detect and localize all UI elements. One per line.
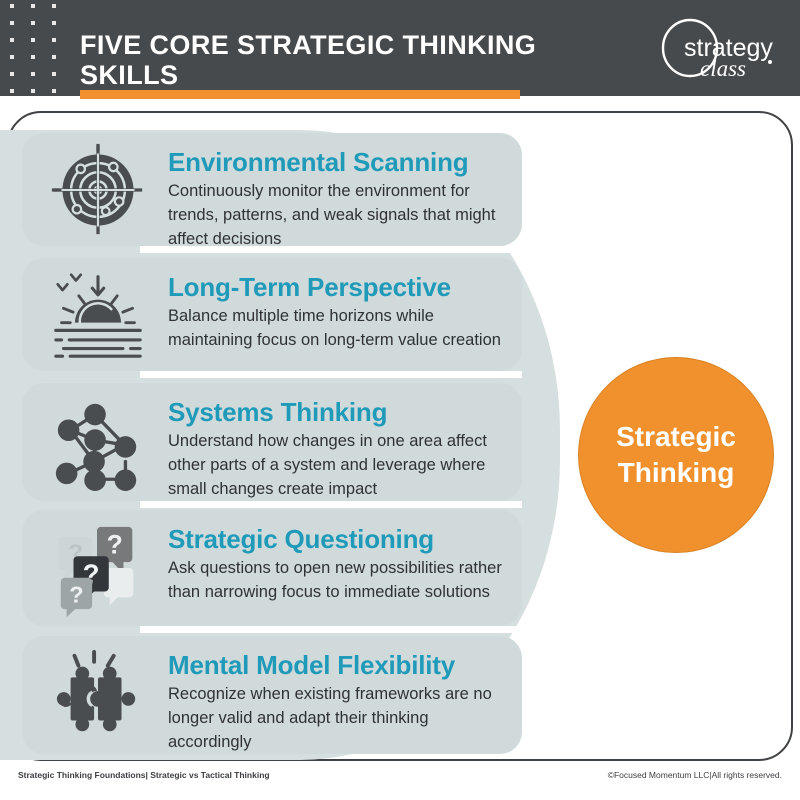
card-description: Balance multiple time horizons while mai… bbox=[168, 307, 501, 349]
card-title: Mental Model Flexibility bbox=[168, 650, 456, 680]
card-title: Systems Thinking bbox=[168, 397, 388, 427]
card-text-block: Environmental Scanning Continuously moni… bbox=[168, 147, 508, 251]
card-description: Understand how changes in one area affec… bbox=[168, 432, 487, 498]
dot bbox=[52, 38, 56, 42]
card-description: Recognize when existing frameworks are n… bbox=[168, 685, 492, 751]
page-footer: Strategic Thinking Foundations| Strategi… bbox=[0, 770, 800, 790]
question-speech-bubbles-icon: ? ? ? ? bbox=[40, 516, 156, 620]
footer-source-text: Strategic Thinking Foundations| Strategi… bbox=[18, 770, 270, 780]
sunrise-horizon-icon bbox=[40, 263, 156, 367]
dot bbox=[10, 38, 14, 42]
card-separator bbox=[140, 501, 522, 508]
page-header: FIVE CORE STRATEGIC THINKING SKILLS stra… bbox=[0, 0, 800, 99]
dot bbox=[10, 89, 14, 93]
card-text-block: Long-Term Perspective Balance multiple t… bbox=[168, 272, 508, 352]
dot bbox=[52, 89, 56, 93]
card-text-block: Systems Thinking Understand how changes … bbox=[168, 397, 508, 501]
dot bbox=[31, 55, 35, 59]
puzzle-pieces-icon bbox=[40, 643, 156, 747]
dot bbox=[10, 21, 14, 25]
radar-target-icon bbox=[40, 138, 156, 242]
dot bbox=[31, 72, 35, 76]
svg-text:strategy: strategy bbox=[684, 34, 773, 62]
dot bbox=[31, 89, 35, 93]
dot bbox=[10, 55, 14, 59]
title-underline-accent bbox=[80, 90, 520, 99]
skill-card-strategic-questioning[interactable]: ? ? ? ? bbox=[22, 510, 522, 626]
card-description: Ask questions to open new possibilities … bbox=[168, 559, 502, 601]
network-nodes-icon bbox=[40, 390, 156, 494]
card-separator bbox=[140, 246, 522, 253]
page-title: FIVE CORE STRATEGIC THINKING SKILLS bbox=[80, 30, 537, 90]
svg-text:class: class bbox=[700, 56, 746, 81]
card-title: Environmental Scanning bbox=[168, 147, 469, 177]
skill-card-long-term-perspective[interactable]: Long-Term Perspective Balance multiple t… bbox=[22, 258, 522, 371]
strategy-class-logo: strategy class bbox=[648, 18, 778, 82]
card-separator bbox=[140, 626, 522, 633]
card-description: Continuously monitor the environment for… bbox=[168, 182, 496, 248]
dot bbox=[31, 38, 35, 42]
dot bbox=[31, 4, 35, 8]
dot bbox=[52, 21, 56, 25]
svg-text:?: ? bbox=[107, 529, 123, 559]
skill-card-environmental-scanning[interactable]: Environmental Scanning Continuously moni… bbox=[22, 133, 522, 248]
dot bbox=[10, 72, 14, 76]
skill-card-systems-thinking[interactable]: Systems Thinking Understand how changes … bbox=[22, 383, 522, 501]
card-title: Strategic Questioning bbox=[168, 524, 434, 554]
card-text-block: Strategic Questioning Ask questions to o… bbox=[168, 524, 508, 604]
dot-grid-decoration bbox=[10, 4, 62, 96]
central-hub-circle: Strategic Thinking bbox=[578, 357, 774, 553]
dot bbox=[52, 4, 56, 8]
dot bbox=[10, 4, 14, 8]
dot bbox=[31, 21, 35, 25]
footer-copyright-text: ©Focused Momentum LLC|All rights reserve… bbox=[607, 770, 782, 780]
hub-line-2: Thinking bbox=[617, 457, 735, 488]
card-title: Long-Term Perspective bbox=[168, 272, 451, 302]
svg-text:?: ? bbox=[69, 581, 83, 607]
dot bbox=[52, 55, 56, 59]
card-separator bbox=[140, 371, 522, 378]
card-text-block: Mental Model Flexibility Recognize when … bbox=[168, 650, 508, 754]
dot bbox=[52, 72, 56, 76]
skill-card-mental-model-flexibility[interactable]: Mental Model Flexibility Recognize when … bbox=[22, 636, 522, 754]
hub-line-1: Strategic bbox=[616, 421, 736, 452]
